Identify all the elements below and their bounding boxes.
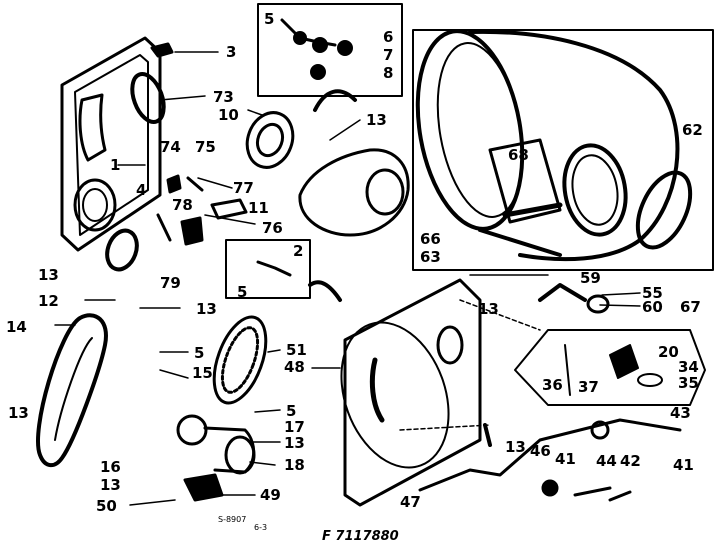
callout-73: 73 — [213, 88, 234, 106]
belt-14 — [36, 313, 108, 468]
blower-housing-11 — [298, 89, 410, 237]
callout-55: 55 — [642, 284, 663, 302]
callout-77: 77 — [233, 179, 254, 197]
callout-10: 10 — [218, 106, 239, 124]
callout-75: 75 — [195, 138, 216, 156]
callout-6: 6 — [383, 28, 393, 46]
callout-5-b: 5 — [286, 402, 296, 420]
door-gasket-73 — [130, 72, 166, 124]
callout-14: 14 — [6, 318, 27, 336]
callout-15: 15 — [192, 364, 213, 382]
callout-36: 36 — [542, 376, 563, 394]
drum-seal-62 — [635, 170, 693, 250]
callout-46: 46 — [530, 442, 551, 460]
callout-50: 50 — [96, 497, 117, 515]
callout-20: 20 — [658, 343, 679, 361]
callout-13-a: 13 — [38, 266, 59, 284]
callout-66: 66 — [420, 230, 441, 248]
callout-78: 78 — [172, 196, 193, 214]
callout-41-a: 41 — [555, 450, 576, 468]
figure-id: F 7117880 — [322, 529, 399, 544]
footnote-line1: S-8907 — [218, 515, 246, 524]
callout-79: 79 — [160, 274, 181, 292]
drum-67 — [415, 29, 680, 262]
callout-35: 35 — [678, 374, 699, 392]
callout-11: 11 — [248, 199, 269, 217]
blower-wheel-10 — [245, 111, 295, 169]
callout-13-b: 13 — [196, 300, 217, 318]
callout-3: 3 — [226, 43, 236, 61]
panel-clip-3 — [150, 42, 174, 58]
callout-18: 18 — [284, 456, 305, 474]
leader-lines — [54, 51, 641, 506]
callout-13-e: 13 — [8, 404, 29, 422]
callout-43: 43 — [670, 404, 691, 422]
callout-12: 12 — [38, 292, 59, 310]
callout-5-a: 5 — [194, 344, 204, 362]
footnote-line2: 6-3 — [254, 523, 267, 532]
callout-42: 42 — [620, 452, 641, 470]
callout-13-c: 13 — [284, 434, 305, 452]
callout-34: 34 — [678, 358, 699, 376]
drum-box — [412, 29, 714, 271]
callout-16: 16 — [100, 458, 121, 476]
callout-74: 74 — [160, 138, 181, 156]
callout-48: 48 — [284, 358, 305, 376]
lint-seal-4 — [105, 228, 139, 272]
callout-37: 37 — [578, 378, 599, 396]
callout-76: 76 — [262, 219, 283, 237]
callout-62: 62 — [682, 121, 703, 139]
callout-41-b: 41 — [673, 456, 694, 474]
callout-49: 49 — [260, 486, 281, 504]
callout-51: 51 — [286, 341, 307, 359]
bolt-box — [225, 239, 311, 299]
callout-4: 4 — [136, 181, 146, 199]
callout-labels: 3 73 1 74 75 4 78 77 76 79 13 12 13 14 1… — [6, 10, 703, 515]
callout-2: 2 — [293, 242, 303, 260]
footnote: S-8907 6-3 — [218, 515, 267, 532]
hardware-cluster — [156, 174, 248, 246]
callout-47: 47 — [400, 493, 421, 511]
callout-7: 7 — [383, 46, 393, 64]
callout-13-f: 13 — [366, 111, 387, 129]
callout-67: 67 — [680, 298, 701, 316]
callout-60: 60 — [642, 298, 663, 316]
callout-63: 63 — [420, 248, 441, 266]
idler-box — [257, 3, 403, 97]
callout-13-g: 13 — [478, 300, 499, 318]
callout-44: 44 — [596, 452, 617, 470]
baffle-68 — [488, 138, 563, 224]
lint-filter-51 — [212, 315, 268, 405]
callout-8: 8 — [383, 64, 393, 82]
motor-17 — [176, 414, 256, 502]
wiring-parts — [418, 283, 682, 502]
callout-1: 1 — [110, 156, 120, 174]
callout-5-d: 5 — [237, 283, 247, 301]
front-panel — [60, 36, 162, 252]
callout-59: 59 — [580, 269, 601, 287]
rear-bulkhead-48 — [308, 278, 482, 507]
callout-5-c: 5 — [264, 10, 274, 28]
callout-13-d: 13 — [100, 476, 121, 494]
callout-68: 68 — [508, 146, 529, 164]
callout-17: 17 — [284, 418, 305, 436]
switch-box — [514, 329, 706, 406]
callout-13-h: 13 — [505, 438, 526, 456]
